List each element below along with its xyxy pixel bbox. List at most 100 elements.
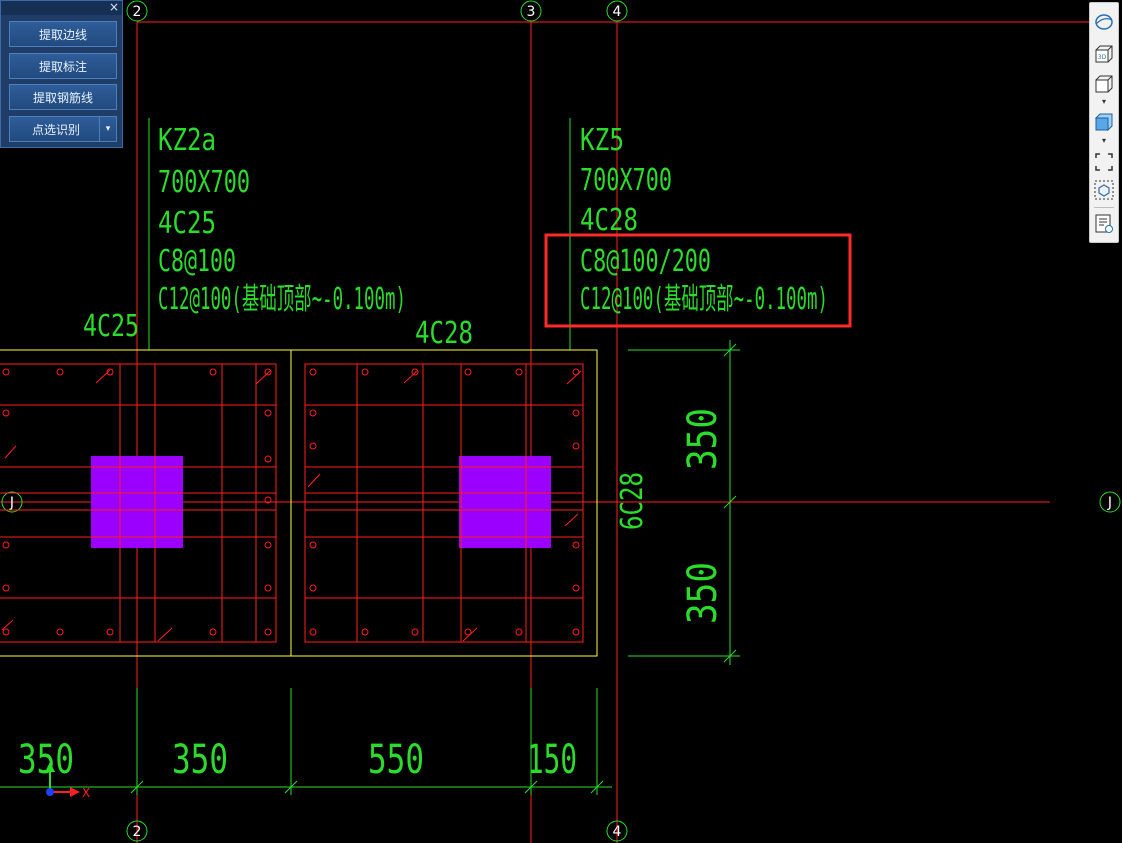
rebar-dot-right (572, 584, 580, 592)
rebar-dot-left (106, 368, 114, 376)
rebar-dot-right (464, 368, 472, 376)
rebar-dot-left (209, 368, 217, 376)
point-recognize-button[interactable]: 点选识别 ▾ (9, 116, 117, 142)
kz5-side-label: 4C28 (415, 316, 473, 351)
point-recognize-label: 点选识别 (32, 122, 81, 137)
rebar-dot-right (411, 368, 419, 376)
rebar-dot-right (464, 628, 472, 636)
extract-annotation-button[interactable]: 提取标注 (9, 53, 117, 79)
kz5-stirrup: C8@100/200 (580, 244, 711, 279)
ucs-x-label: X (82, 786, 90, 800)
axis-bubble-left-j (1, 491, 23, 513)
rebar-details (0, 363, 584, 643)
rebar-dot-left (209, 628, 217, 636)
ucs-icon: X (45, 762, 90, 800)
column-core-left (91, 456, 183, 548)
svg-text:3D: 3D (1098, 54, 1107, 61)
chevron-down-icon[interactable]: ▾ (1102, 136, 1107, 145)
hook-left (95, 369, 111, 384)
extract-edge-button[interactable]: 提取边线 (9, 21, 117, 47)
outline-right-column (290, 349, 598, 657)
rebar-dot-left (2, 584, 10, 592)
kz5-extra: C12@100(基础顶部~-0.100m) (580, 282, 828, 317)
axis-bubble-bottom-2 (126, 820, 148, 842)
rebar-dot-right (309, 368, 317, 376)
dimension-bottom-labels: 350 350 550 150 (18, 737, 577, 783)
rebar-dot-left (2, 541, 10, 549)
dim-right-label-lower: 350 (680, 562, 726, 624)
hook-right (403, 369, 419, 384)
box-solid-icon[interactable] (1093, 111, 1115, 133)
close-icon[interactable]: × (108, 0, 119, 14)
rebar-dot-right (309, 541, 317, 549)
rebar-dot-left (56, 368, 64, 376)
rebar-dot-right (572, 541, 580, 549)
axis-label-top-4: 4 (613, 4, 622, 20)
rebar-dot-left (264, 455, 272, 463)
recognition-tool-panel: × 提取边线 提取标注 提取钢筋线 点选识别 ▾ (0, 0, 123, 148)
rebar-dot-left (2, 628, 10, 636)
dim-right-label-upper: 350 (680, 408, 726, 470)
axis-bubble-top-4 (606, 0, 628, 22)
view-cube-icon[interactable] (1093, 179, 1115, 201)
dim-bottom-tick-4 (590, 780, 604, 794)
stirrup-outer-left (0, 363, 277, 643)
select-region-icon[interactable] (1093, 151, 1115, 173)
axis-bubble-top-2 (126, 0, 148, 22)
box-wire-icon[interactable] (1093, 73, 1115, 95)
rebar-dot-right (309, 442, 317, 450)
toolbar-separator (1094, 207, 1114, 208)
kz2a-size: 700X700 (158, 165, 250, 200)
axis-bubble-right-j (1099, 491, 1121, 513)
hook-right (564, 513, 579, 527)
column-core-right (459, 456, 551, 548)
ucs-origin (46, 788, 54, 796)
axis-label-bottom-2: 2 (133, 824, 142, 840)
rebar-dot-right (411, 628, 419, 636)
chevron-down-icon[interactable]: ▾ (99, 117, 116, 141)
rebar-dot-left (56, 628, 64, 636)
tool-panel-titlebar[interactable]: × (1, 0, 122, 15)
rebar-dot-left (264, 496, 272, 504)
rebar-dot-right (309, 409, 317, 417)
rebar-dot-right (309, 584, 317, 592)
kz2a-corner-bars: 4C25 (158, 206, 216, 241)
rebar-dot-left (106, 628, 114, 636)
axis-label-bottom-4: 4 (613, 824, 622, 840)
dim-bottom-tick-3 (524, 780, 538, 794)
view-3d-icon[interactable]: 3D (1093, 43, 1115, 65)
rebar-dot-left (264, 584, 272, 592)
axis-bubble-top-3 (520, 0, 542, 22)
dimension-right-labels: 350 350 (680, 408, 726, 624)
hook-right (462, 627, 478, 642)
rebar-dot-left (264, 368, 272, 376)
chevron-down-icon[interactable]: ▾ (1102, 97, 1107, 106)
hook-left (4, 445, 17, 459)
kz5-vertical-label: 6C28 (615, 472, 650, 530)
kz2a-stirrup: C8@100 (158, 244, 236, 279)
ucs-x-arrow (70, 787, 80, 797)
rebar-dot-right (572, 409, 580, 417)
rebar-dot-left (2, 368, 10, 376)
dim-bottom-label-4: 150 (527, 737, 577, 783)
hook-left (157, 627, 173, 642)
annotation-kz2a: KZ2a 700X700 4C25 C8@100 C12@100(基础顶部~-0… (83, 123, 406, 344)
stirrup-outer-right (304, 363, 584, 643)
kz5-size: 700X700 (580, 163, 672, 198)
extract-rebar-line-button[interactable]: 提取钢筋线 (9, 84, 117, 110)
dim-bottom-label-1: 350 (18, 737, 74, 783)
kz5-id: KZ5 (580, 123, 624, 158)
dim-bottom-tick-1 (130, 780, 144, 794)
kz2a-extra: C12@100(基础顶部~-0.100m) (158, 282, 406, 317)
rebar-dot-right (572, 628, 580, 636)
dimension-bottom (0, 688, 612, 795)
dim-right-tick-mid (723, 495, 737, 509)
rebar-dot-right (515, 628, 523, 636)
orbit-icon[interactable] (1093, 11, 1115, 33)
rebar-dot-left (264, 628, 272, 636)
properties-icon[interactable] (1093, 213, 1115, 235)
view-toolbar: 3D ▾ ▾ (1089, 2, 1119, 243)
ucs-y-arrow (45, 762, 55, 772)
